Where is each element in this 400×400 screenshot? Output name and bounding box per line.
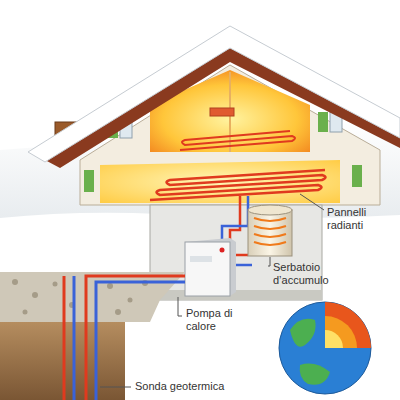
house [28, 26, 400, 205]
callout-label: Serbatoio d’accumulo [273, 261, 349, 287]
radiant-pipe [180, 131, 295, 150]
gravel-stones [23, 310, 28, 315]
leader-line [100, 387, 131, 388]
gravel-layer [0, 272, 185, 322]
heat-pump-side [185, 238, 236, 296]
heat-pump-led [220, 248, 225, 253]
supply-pipe [230, 196, 240, 240]
return-pipe [222, 196, 248, 240]
land [300, 364, 330, 385]
callout-label: Pompa di calore [186, 307, 246, 333]
probe-pipe [73, 276, 76, 400]
callout-label: Sonda geotermica [135, 380, 255, 393]
gravel-stones [115, 309, 121, 315]
gravel-stones [12, 279, 18, 285]
window-shutter [352, 165, 362, 187]
land [290, 319, 316, 347]
gravel-stones [12, 279, 148, 315]
leader-lines [100, 194, 324, 387]
storage-tank [248, 210, 292, 256]
radiator [210, 108, 234, 116]
earth-core [325, 330, 343, 348]
tank-coil [254, 218, 286, 245]
earth-mantle [325, 316, 357, 348]
earth-crust-cut [325, 302, 371, 348]
probe-pipe [63, 276, 66, 400]
window-shutter [84, 170, 94, 192]
leader-line [268, 257, 270, 266]
window-shutter [318, 112, 328, 132]
leader-line [178, 297, 182, 316]
heat-pump [185, 242, 230, 296]
callout-label: Pannelli radianti [327, 206, 393, 232]
gravel-stones [32, 292, 38, 298]
tank-top [248, 205, 292, 215]
roof-snow [28, 26, 400, 162]
radiant-pipe [150, 170, 326, 200]
gravel-stones [53, 282, 58, 287]
earth-globe [279, 302, 371, 394]
globe [279, 302, 371, 394]
leader-line [300, 194, 324, 210]
gravel-stones [107, 283, 113, 289]
heat-pump-panel [190, 256, 212, 262]
gravel-stones [128, 298, 133, 303]
